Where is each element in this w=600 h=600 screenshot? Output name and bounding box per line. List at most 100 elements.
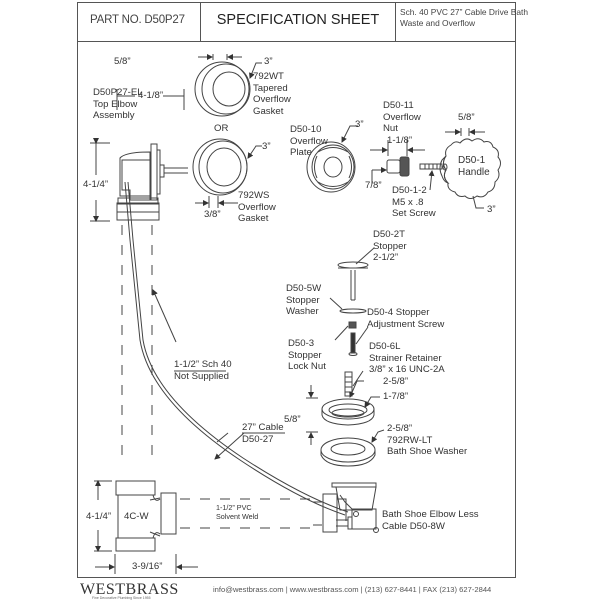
dim-elbow-width: 4-1/8” [138,90,164,101]
label-solvent-weld: 1-1/2” PVC Solvent Weld [216,503,258,521]
dim-elbow-height: 4-1/4” [83,179,109,190]
label-handle-part: D50-1 [458,155,486,166]
label-top-elbow-part: D50P27-EL [93,87,143,98]
label-cable-length: 27” Cable [242,422,284,433]
solvent-weld-dashed [180,498,320,529]
pipe-dashed-drawing [121,225,153,465]
label-set-screw-line2: M5 x .8 [392,196,424,208]
strainer-retainer-drawing [344,370,364,397]
label-top-elbow-line3: Assembly [93,110,135,121]
label-cable-part: D50-27 [242,433,274,445]
label-set-screw-part: D50-1-2 [392,185,427,196]
label-lock-nut-line2: Stopper [288,349,322,361]
label-cable: 27” Cable D50-27 [242,422,284,445]
set-screw-drawing [419,163,443,191]
label-stopper-washer-part: D50-5W [286,283,322,294]
label-top-elbow: D50P27-EL Top Elbow Assembly [93,87,143,122]
product-description: Sch. 40 PVC 27” Cable Drive Bath Waste a… [400,7,528,29]
cable-leader [216,432,229,443]
sheet-title: SPECIFICATION SHEET [216,12,380,28]
westbrass-tagline: Fine Decorative Plumbing Since 1955 [92,596,151,600]
label-overflow-nut-line2: Overflow [383,111,421,123]
label-tee: 4C-W [124,511,149,522]
label-pipe-size: 1-1/2” Sch 40 [174,359,232,370]
label-792ws-part: 792WS [238,190,270,201]
label-792wt-part: 792WT [253,71,284,82]
overflow-nut-drawing [370,140,425,184]
dim-handle-thickness: 5/8” [458,112,475,123]
shoe-elbow-drawing [313,482,379,533]
label-lock-nut: D50-3 Stopper Lock Nut [288,338,326,373]
label-shoe-washer-dim: 2-5/8” [387,423,413,434]
spec-sheet-frame: PART NO. D50P27 SPECIFICATION SHEET Sch.… [77,2,528,578]
label-pipe-note: Not Supplied [174,370,229,382]
adjustment-screw-drawing [348,326,369,356]
label-solvent-weld-size: 1-1/2” PVC [216,503,252,512]
label-shoe-washer-part: 792RW-LT [387,434,433,446]
label-792ws-line3: Gasket [238,213,269,224]
label-overflow-nut-part: D50-11 [383,100,414,111]
stopper-washer-drawing [329,297,367,314]
label-strainer-retainer-line2: Strainer Retainer [369,352,442,364]
label-strainer-retainer-line3: 3/8” x 16 UNC-2A [369,364,445,375]
title-cell: SPECIFICATION SHEET [201,3,396,41]
description-cell: Sch. 40 PVC 27” Cable Drive Bath Waste a… [396,3,528,41]
label-stopper-washer-line2: Stopper [286,294,320,306]
tee-drawing [94,480,198,574]
label-792ws: 792WS Overflow Gasket [238,190,276,225]
label-stopper-washer: D50-5W Stopper Washer [286,283,321,318]
dim-792wt-thickness: 5/8” [114,56,131,67]
part-number: PART NO. D50P27 [90,14,185,26]
contact-info: info@westbrass.com | www.westbrass.com |… [213,585,492,594]
label-overflow-nut-line3: Nut [383,123,398,134]
dim-tee-width: 3-9/16” [132,561,163,572]
label-stopper-washer-line3: Washer [286,306,319,317]
label-shoe-elbow: Bath Shoe Elbow Less Cable D50-8W [382,509,479,532]
label-overflow-nut: D50-11 Overflow Nut [383,100,421,135]
westbrass-logo: WESTBRASS [80,581,179,598]
label-stopper: D50-2T Stopper 2-1/2” [373,229,407,264]
dim-overflow-nut-length: 1-1/8” [387,135,413,146]
dim-792ws-thickness: 3/8” [204,209,221,220]
label-lock-nut-line3: Lock Nut [288,361,326,372]
label-792wt-line4: Gasket [253,105,284,117]
overflow-plate-drawing [306,125,358,193]
label-set-screw-line3: Set Screw [392,208,436,219]
cable-drawing [124,181,349,516]
label-shoe-washer: 2-5/8” 792RW-LT Bath Shoe Washer [387,423,467,458]
part-number-cell: PART NO. D50P27 [78,3,201,41]
label-strainer-retainer-part: D50-6L [369,341,401,352]
dim-strainer-inner: 1-7/8” [383,391,409,402]
label-overflow-plate-line2: Overflow [290,135,328,147]
dim-overflow-plate-diameter: 3” [355,119,364,130]
pipe-leader [152,289,177,343]
label-pipe: 1-1/2” Sch 40 Not Supplied [174,359,232,382]
label-overflow-plate-part: D50-10 [290,124,322,135]
handle-drawing [439,128,501,209]
shoe-washer-drawing [320,429,385,467]
label-adjustment-screw-part: D50-4 Stopper [367,307,430,318]
dim-tee-height: 4-1/4” [86,511,112,522]
label-shoe-washer-name: Bath Shoe Washer [387,446,468,457]
label-stopper-line2: Stopper [373,240,407,252]
sheet-header: PART NO. D50P27 SPECIFICATION SHEET Sch.… [78,3,528,42]
label-shoe-elbow-line2: Cable D50-8W [382,520,445,532]
dim-strainer-height: 5/8” [284,414,301,425]
description-line-2: Waste and Overflow [400,18,476,28]
label-stopper-line3: 2-1/2” [373,252,399,263]
label-set-screw: D50-1-2 M5 x .8 Set Screw [392,185,436,220]
dim-overflow-nut-diameter: 7/8” [365,180,382,191]
label-top-elbow-line2: Top Elbow [93,98,138,110]
label-overflow-plate: D50-10 Overflow Plate [290,124,328,159]
dim-handle-diameter: 3” [487,204,496,215]
label-792wt-line2: Tapered [253,82,288,94]
dim-792wt-diameter: 3” [264,56,273,67]
dim-strainer-outer: 2-5/8” [383,376,409,387]
strainer-drawing [306,380,380,445]
label-solvent-weld-type: Solvent Weld [216,512,259,521]
or-label: OR [214,123,229,134]
gasket-792ws-drawing [192,138,262,208]
label-792ws-line2: Overflow [238,201,276,213]
label-adjustment-screw: D50-4 Stopper Adjustment Screw [367,307,444,330]
